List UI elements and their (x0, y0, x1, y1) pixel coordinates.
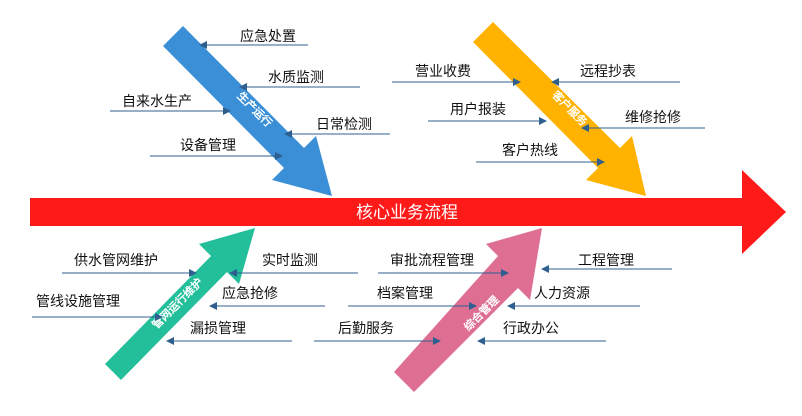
cause-label: 行政办公 (503, 321, 559, 337)
cause-label: 工程管理 (578, 253, 634, 269)
production-branch-arrow (163, 26, 332, 196)
cause-label: 漏损管理 (190, 321, 246, 337)
cause-label: 日常检测 (316, 117, 372, 133)
cause-label: 档案管理 (377, 285, 433, 302)
cause-label: 人力资源 (534, 286, 590, 302)
spine-arrow (30, 170, 786, 254)
cause-label: 客户热线 (502, 142, 558, 159)
cause-label: 应急处置 (240, 28, 296, 45)
cause-label: 供水管网维护 (74, 253, 158, 269)
cause-label: 应急抢修 (222, 285, 278, 302)
cause-label: 用户报装 (450, 101, 506, 118)
spine-title: 核心业务流程 (356, 203, 458, 223)
cause-label: 审批流程管理 (390, 253, 474, 269)
cause-label: 维修抢修 (625, 109, 681, 126)
cause-label: 后勤服务 (338, 321, 394, 337)
cause-label: 自来水生产 (122, 94, 192, 110)
cause-label: 设备管理 (180, 137, 236, 154)
cause-label: 营业收费 (415, 64, 471, 80)
cause-label: 实时监测 (262, 253, 318, 269)
cause-label: 水质监测 (268, 70, 324, 86)
cause-label: 管线设施管理 (36, 294, 120, 310)
cause-label: 远程抄表 (580, 64, 636, 80)
network-branch-arrow (105, 228, 255, 380)
customer-branch-arrow (473, 22, 646, 196)
